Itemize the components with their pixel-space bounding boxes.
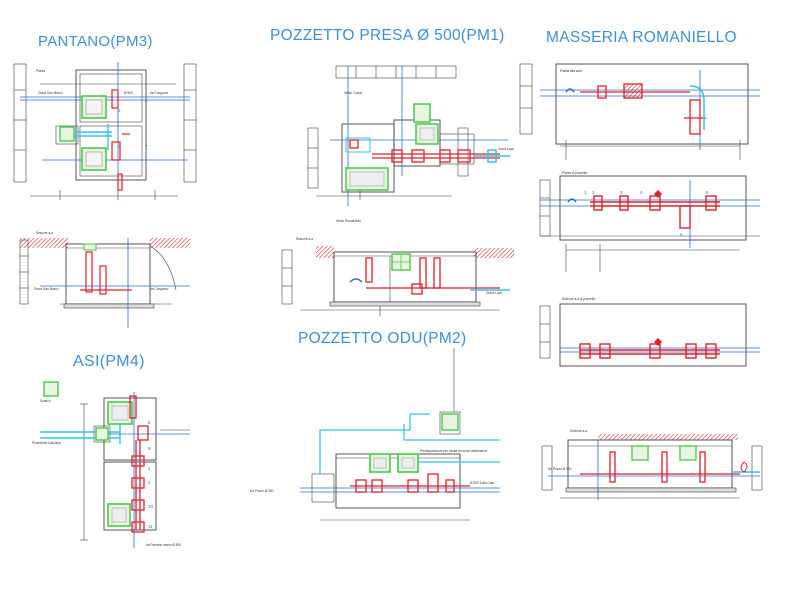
masseria-in-label: Da Pozzo Ø 300 <box>548 467 572 471</box>
odu-right-label: Ø 300 Sulla Cale <box>470 481 494 485</box>
svg-text:da Congarzo: da Congarzo <box>150 287 168 291</box>
title-pozzetto-presa: POZZETTO PRESA Ø 500(PM1) <box>270 27 505 44</box>
svg-text:Gorra Lupo: Gorra Lupo <box>498 147 514 151</box>
pantano-valve-boxes <box>59 95 107 171</box>
presa-section: Sezione a-a Gorra Lupo <box>281 237 514 316</box>
presa-masseria-label: Verso Romaniello <box>336 219 361 223</box>
svg-text:5: 5 <box>706 190 709 195</box>
svg-text:9: 9 <box>148 446 151 451</box>
svg-text:1: 1 <box>148 466 151 471</box>
svg-text:1: 1 <box>584 190 587 195</box>
svg-text:Gorra San Marco: Gorra San Marco <box>34 287 59 291</box>
title-masseria-romaniello: MASSERIA ROMANIELLO <box>546 29 737 46</box>
asi-plan: 8 9 1 2 10 11 Scarico Protezione Catodica d… <box>32 381 190 548</box>
asi-scarico-label: Scarico <box>40 399 51 403</box>
title-pozzetto-odu: POZZETTO ODU(PM2) <box>298 330 467 347</box>
masseria-section: Sezione a-a Da Pozzo Ø 300 <box>541 429 763 500</box>
pantano-section-label: Sezione a-a <box>36 231 53 235</box>
svg-text:7: 7 <box>145 144 148 149</box>
pantano-plan <box>13 63 197 200</box>
presa-vent-label: Verso Tuzzio <box>344 91 362 95</box>
asi-catodica-label: Protezione Catodica <box>32 441 61 445</box>
title-pantano: PANTANO(PM3) <box>38 33 153 50</box>
masseria-section-label: Sezione a-a <box>570 429 587 433</box>
masseria-low-plan: Sezione a-a di pozzetto <box>539 297 760 367</box>
svg-text:4: 4 <box>118 144 121 149</box>
svg-text:Gorra Lupo: Gorra Lupo <box>486 291 502 295</box>
pantano-top-label: Pianta <box>36 69 45 73</box>
svg-text:8: 8 <box>148 420 151 425</box>
pantano-left-label: Gorra San Marco <box>38 91 63 95</box>
svg-text:4: 4 <box>640 190 643 195</box>
svg-text:3: 3 <box>620 190 623 195</box>
svg-text:10: 10 <box>148 504 154 509</box>
pantano-section: Sezione a-a Gorra San Marco da Congarzo <box>19 231 190 328</box>
svg-text:6: 6 <box>680 232 683 237</box>
pantano-dn-label: Ø 500 <box>124 91 133 95</box>
svg-text:2: 2 <box>592 190 595 195</box>
asi-bottom-label: da Pantano sesso Ø 500 <box>146 543 181 547</box>
title-asi: ASI(PM4) <box>73 353 145 370</box>
odu-plan: Da Pozzo Ø 300 Ø 300 Sulla Cale Predispo… <box>250 348 500 521</box>
presa-section-label: Sezione a-a <box>296 237 313 241</box>
svg-text:3: 3 <box>118 108 121 113</box>
odu-note-label: Predisposizione per uscita di nuove dira… <box>420 449 488 453</box>
masseria-top-plan: Pianta alla sala <box>519 63 760 160</box>
svg-text:11: 11 <box>148 524 153 529</box>
odu-left-label: Da Pozzo Ø 300 <box>250 489 274 493</box>
masseria-low-label: Sezione a-a di pozzetto <box>562 297 596 301</box>
presa-plan: Verso Tuzzio Verso Romaniello Gorra Lupo <box>307 65 514 223</box>
masseria-mid-label: Pianta di pozzetto <box>562 171 588 175</box>
pantano-right-label: da Congarzo <box>150 91 168 95</box>
masseria-top-label: Pianta alla sala <box>560 69 582 73</box>
svg-text:2: 2 <box>148 480 151 485</box>
svg-text:7: 7 <box>145 100 148 105</box>
